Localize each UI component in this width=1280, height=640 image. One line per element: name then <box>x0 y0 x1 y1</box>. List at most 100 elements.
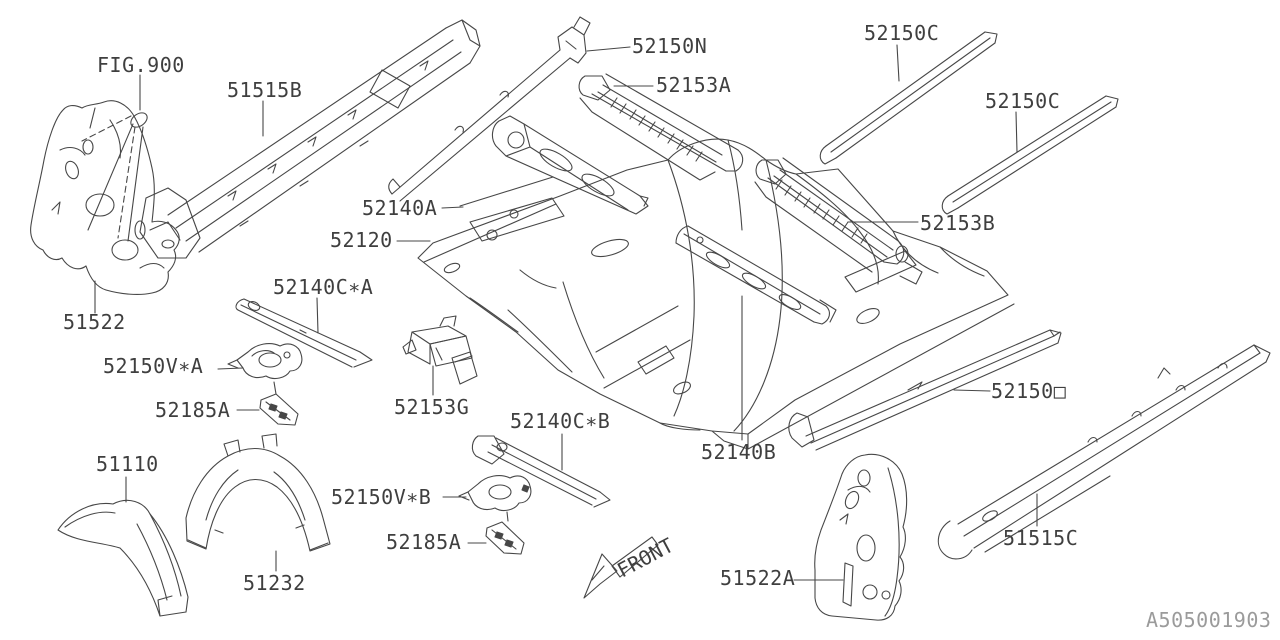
part-label-52150c-upper: 52150C <box>864 21 940 45</box>
part-label-52150v-b: 52150V∗B <box>331 485 432 509</box>
edge <box>806 330 1050 436</box>
edge <box>400 58 570 201</box>
front-arrow-icon <box>584 554 617 598</box>
edge <box>948 96 1106 196</box>
end-cap <box>726 150 743 171</box>
edge <box>676 243 814 322</box>
detail-line <box>566 41 576 49</box>
bolt-mark <box>269 404 277 411</box>
detail-ticks <box>240 141 368 226</box>
detail-lines <box>188 525 328 550</box>
part-label-52153g: 52153G <box>394 395 470 419</box>
part-label-52150c-right: 52150C <box>985 89 1061 113</box>
part-label-51232: 51232 <box>243 571 306 595</box>
edge <box>592 94 726 171</box>
inner-line <box>137 524 167 600</box>
edge <box>168 28 446 215</box>
construction-line <box>118 127 135 238</box>
detail-line <box>252 351 274 356</box>
tunnel-line <box>734 160 782 431</box>
edge <box>606 74 738 150</box>
detail-plate <box>370 70 410 108</box>
detail-line <box>470 298 518 332</box>
construction-line <box>82 116 131 141</box>
construction-line <box>128 127 143 241</box>
edge <box>688 226 826 306</box>
detail-tab <box>574 17 590 35</box>
end-tip <box>459 492 469 500</box>
part-52150v-a-drawing <box>218 344 302 394</box>
end-bracket <box>789 413 814 447</box>
detail-hole <box>63 159 80 180</box>
assembly-line <box>274 382 276 394</box>
inner-line <box>266 402 290 420</box>
inner-line <box>492 445 596 499</box>
part-label-52140a: 52140A <box>362 196 438 220</box>
edge <box>506 124 648 214</box>
end-cap <box>1254 345 1270 362</box>
outline <box>186 449 330 552</box>
outline <box>486 522 524 554</box>
detail-slot <box>672 380 693 397</box>
part-52140b-drawing <box>676 226 836 440</box>
part-52150n-drawing <box>389 17 630 201</box>
end-tip <box>228 360 238 368</box>
part-52120-drawing <box>397 139 1014 449</box>
assembly-line <box>507 512 508 521</box>
inner-line <box>150 514 181 596</box>
detail-line <box>660 423 700 430</box>
outline <box>260 394 298 425</box>
end-cap <box>676 226 688 243</box>
edge <box>768 178 884 262</box>
detail-hole <box>697 237 703 243</box>
edge <box>186 52 461 241</box>
seat-rail-lines <box>596 306 690 388</box>
detail-hole <box>487 230 497 240</box>
figure-reference-callout <box>82 75 150 241</box>
edge <box>392 50 560 194</box>
reference-oval <box>128 110 150 130</box>
outline <box>418 139 1008 434</box>
detail-hole <box>86 194 114 216</box>
front-direction-indicator: FRONT <box>584 533 678 598</box>
part-label-52140b: 52140B <box>701 440 777 464</box>
part-51522a-drawing <box>794 454 907 620</box>
part-label-52150v-a: 52150V∗A <box>103 354 204 378</box>
detail-slot <box>704 249 732 271</box>
detail-slot <box>855 305 882 326</box>
detail-line <box>52 202 60 214</box>
end-cap <box>446 20 480 63</box>
detail-lines <box>436 348 472 362</box>
detail-line <box>140 264 164 269</box>
edge <box>816 343 1058 450</box>
detail-tab <box>262 434 277 448</box>
detail-line <box>840 514 848 524</box>
outline <box>815 454 907 620</box>
detail-line <box>885 468 899 616</box>
detail-hole <box>857 535 875 561</box>
detail-slot <box>443 262 461 275</box>
detail-foot <box>900 262 922 284</box>
end-cap <box>985 32 997 43</box>
leader-52150c-upper <box>897 45 899 81</box>
end-curl <box>389 179 400 194</box>
detail-line <box>460 177 553 206</box>
bolt-mark <box>505 540 513 547</box>
detail-line <box>640 196 648 206</box>
end-cap <box>1050 330 1061 343</box>
inner-line <box>274 472 305 520</box>
edge <box>244 299 360 352</box>
detail-line <box>520 270 556 288</box>
part-label-51522: 51522 <box>63 310 126 334</box>
detail-line <box>848 486 870 492</box>
detail-hole <box>135 221 145 239</box>
inner-line <box>985 476 1110 552</box>
edge <box>488 452 592 505</box>
part-51515c-drawing <box>938 345 1270 559</box>
detail-hole <box>489 485 511 499</box>
part-52150c-right-drawing <box>942 96 1118 214</box>
part-label-51515b: 51515B <box>227 78 303 102</box>
outline <box>237 344 302 379</box>
detail-ticks <box>455 91 508 132</box>
